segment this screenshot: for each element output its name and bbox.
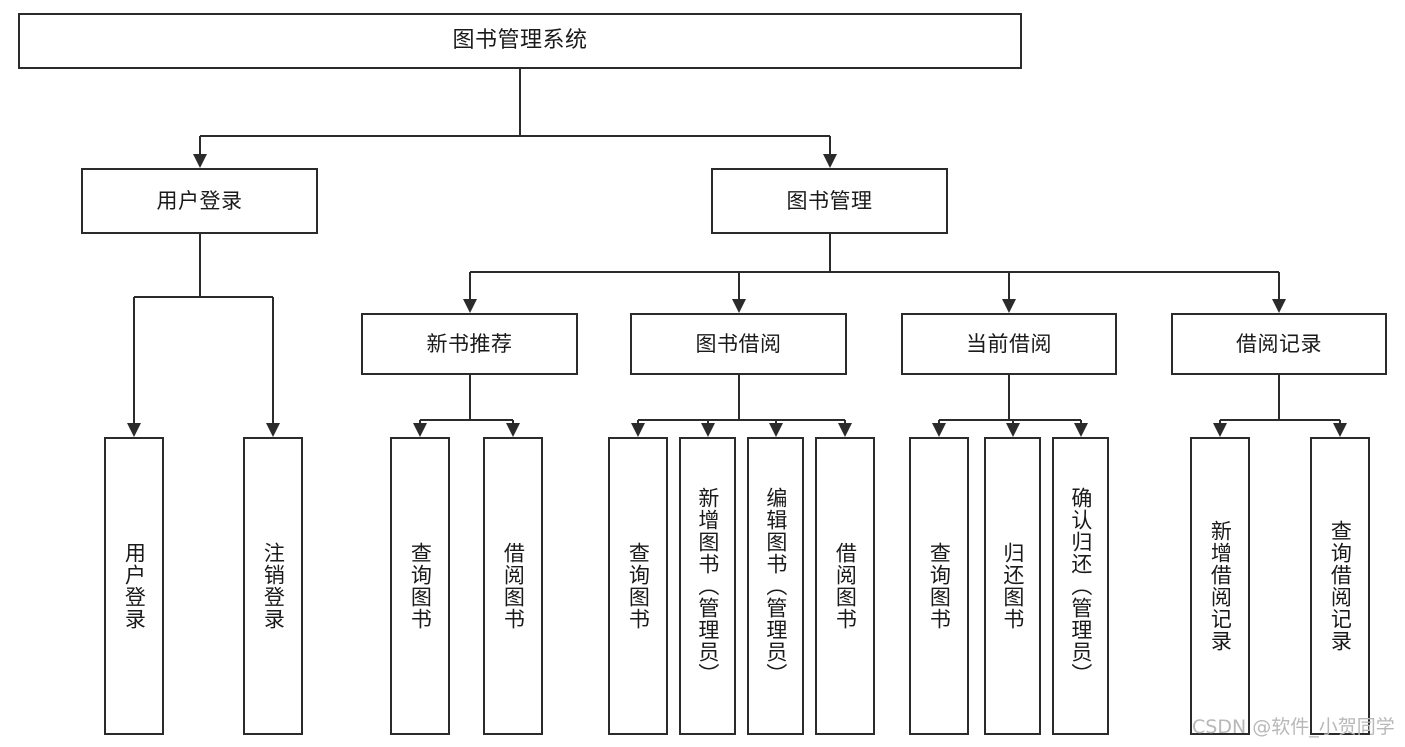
connector-book-borrow-stem [738,375,740,420]
leaf-user-login[interactable]: 用户登录 [104,437,164,735]
arrow-to-new-book-recommend [463,299,477,313]
new-book-recommend-label: 新书推荐 [426,331,513,356]
leaf-query-book-borrow-label: 查询图书 [626,542,651,630]
leaf-borrow-book-recommend[interactable]: 借阅图书 [483,437,543,735]
leaf-add-book-admin[interactable]: 新增图书（管理员） [679,437,736,735]
connector-new-book-recommend-bus [420,419,513,421]
arrow-to-current-borrow [1002,299,1016,313]
user-login[interactable]: 用户登录 [81,168,318,234]
book-management-label: 图书管理 [786,188,873,213]
leaf-query-book-borrow[interactable]: 查询图书 [608,437,668,735]
arrow-to-leaf-query-book-borrow [631,423,645,437]
new-book-recommend[interactable]: 新书推荐 [361,313,578,375]
arrow-to-leaf-return-book [1006,423,1020,437]
root-node[interactable]: 图书管理系统 [18,13,1022,69]
connector-level2-bus [200,135,830,137]
leaf-user-login-label: 用户登录 [122,542,147,630]
connector-level3-bus [470,271,1279,273]
watermark-text: CSDN @软件_小贺同学 [1192,716,1395,738]
connector-borrow-records-bus [1220,419,1340,421]
leaf-query-borrow-record[interactable]: 查询借阅记录 [1310,437,1370,735]
book-borrow-label: 图书借阅 [695,331,782,356]
borrow-records-label: 借阅记录 [1236,331,1322,356]
current-borrow[interactable]: 当前借阅 [901,313,1117,375]
leaf-query-book-recommend[interactable]: 查询图书 [390,437,450,735]
connector-to-current-borrow [1008,272,1010,311]
arrow-to-leaf-query-borrow-record [1333,423,1347,437]
connector-user-login-bus [134,296,273,298]
leaf-query-book-recommend-label: 查询图书 [408,542,433,630]
user-login-label: 用户登录 [156,188,243,213]
arrow-to-borrow-records [1272,299,1286,313]
leaf-query-book-current-label: 查询图书 [927,542,952,630]
leaf-borrow-book[interactable]: 借阅图书 [815,437,875,735]
leaf-edit-book-admin[interactable]: 编辑图书（管理员） [747,437,804,735]
book-borrow[interactable]: 图书借阅 [630,313,847,375]
leaf-confirm-return-admin[interactable]: 确认归还（管理员） [1052,437,1109,735]
arrow-to-book-management [823,154,837,168]
connector-current-borrow-bus [939,419,1081,421]
book-management[interactable]: 图书管理 [711,168,948,234]
leaf-add-borrow-record-label: 新增借阅记录 [1208,520,1233,652]
connector-to-book-borrow [738,272,740,311]
arrow-to-leaf-user-login [127,423,141,437]
connector-to-book-management [829,136,831,166]
leaf-return-book[interactable]: 归还图书 [984,437,1041,735]
connector-to-leaf-user-login [133,297,135,435]
borrow-records[interactable]: 借阅记录 [1171,313,1387,375]
arrow-to-user-login [193,154,207,168]
leaf-confirm-return-admin-label: 确认归还（管理员） [1068,487,1093,685]
connector-book-management-stem [829,234,831,272]
arrow-to-leaf-query-book-recommend [413,423,427,437]
leaf-add-book-admin-label: 新增图书（管理员） [695,487,720,685]
arrow-to-leaf-confirm-return-admin [1074,423,1088,437]
leaf-borrow-book-recommend-label: 借阅图书 [501,542,526,630]
leaf-edit-book-admin-label: 编辑图书（管理员） [763,487,788,685]
leaf-query-book-current[interactable]: 查询图书 [909,437,969,735]
leaf-query-borrow-record-label: 查询借阅记录 [1328,520,1353,652]
arrow-to-leaf-add-book-admin [701,423,715,437]
leaf-logout-login-label: 注销登录 [261,542,286,630]
leaf-borrow-book-label: 借阅图书 [833,542,858,630]
connector-to-user-login [199,136,201,166]
arrow-to-leaf-edit-book-admin [769,423,783,437]
connector-to-borrow-records [1278,272,1280,311]
leaf-add-borrow-record[interactable]: 新增借阅记录 [1190,437,1250,735]
arrow-to-leaf-borrow-book-recommend [506,423,520,437]
connector-book-borrow-bus [638,419,845,421]
connector-to-leaf-logout-login [272,297,274,435]
leaf-logout-login[interactable]: 注销登录 [243,437,303,735]
connector-current-borrow-stem [1008,375,1010,420]
root-node-label: 图书管理系统 [452,28,588,54]
connector-to-new-book-recommend [469,272,471,311]
arrow-to-leaf-borrow-book [838,423,852,437]
current-borrow-label: 当前借阅 [966,331,1052,356]
connector-new-book-recommend-stem [469,375,471,420]
arrow-to-leaf-add-borrow-record [1213,423,1227,437]
connector-borrow-records-stem [1278,375,1280,420]
arrow-to-leaf-logout-login [266,423,280,437]
leaf-return-book-label: 归还图书 [1000,542,1025,630]
connector-root-stem [519,69,521,136]
arrow-to-book-borrow [732,299,746,313]
arrow-to-leaf-query-book-current [932,423,946,437]
connector-user-login-stem [199,234,201,297]
